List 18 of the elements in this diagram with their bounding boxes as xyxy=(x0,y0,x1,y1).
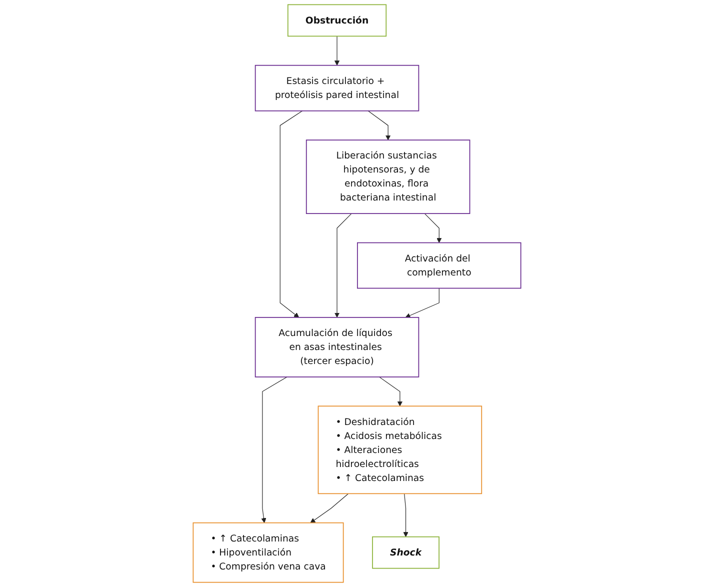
arrow xyxy=(403,493,408,538)
arrow xyxy=(310,493,349,524)
node-box: Obstrucción xyxy=(287,4,387,37)
node-box: Shock xyxy=(372,536,440,569)
arrow xyxy=(261,376,288,524)
arrow xyxy=(405,288,440,318)
arrow xyxy=(368,110,391,140)
arrow xyxy=(280,110,303,318)
node-box: • ↑ Catecolaminas • Hipoventilación • Compresión vena cava xyxy=(192,522,344,583)
arrow xyxy=(424,213,442,243)
arrow xyxy=(378,376,402,406)
arrow xyxy=(334,36,340,66)
node-box: Estasis circulatorio + proteólisis pared intestinal xyxy=(254,64,420,112)
node-box: Acumulación de líquidos en asas intestinales (tercer espacio) xyxy=(254,316,420,378)
node-box: • Deshidratación • Acidosis metabólicas • Alteraciones hidroelectrolíticas • ↑ Catecolaminas xyxy=(318,406,482,494)
node-box: Activación del complemento xyxy=(357,242,522,289)
arrow xyxy=(334,213,352,318)
node-box: Liberación sustancias hipotensoras, y de endotoxinas, flora bacteriana intestinal xyxy=(306,140,470,214)
